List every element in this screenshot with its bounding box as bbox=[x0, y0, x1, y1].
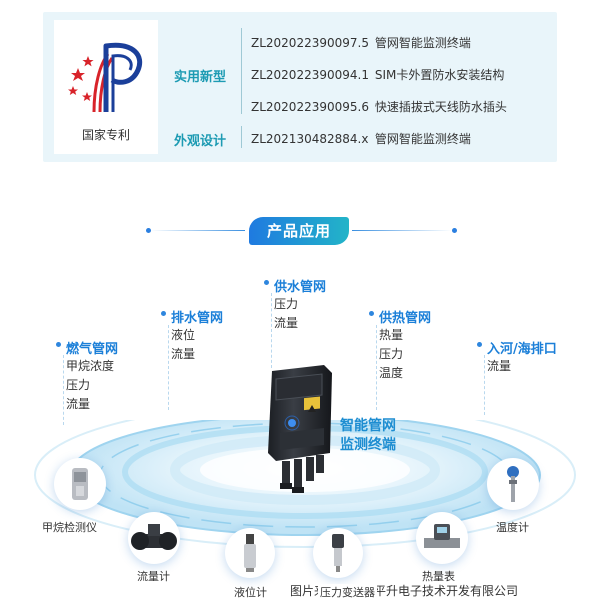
patent-logo-caption: 国家专利 bbox=[81, 128, 130, 142]
sensor-label: 流量计 bbox=[137, 570, 170, 583]
patent-title: 快速插拔式天线防水插头 bbox=[374, 100, 507, 114]
pressure-transmitter-icon bbox=[332, 534, 344, 572]
network-metric: 热量 bbox=[379, 328, 404, 342]
network-title: 排水管网 bbox=[160, 307, 223, 326]
patent-row: ZL202022390097.5 管网智能监测终端 bbox=[251, 34, 471, 51]
patent-number: ZL202130482884.x bbox=[251, 132, 369, 146]
network-metric: 液位 bbox=[171, 328, 196, 342]
sensor-pressure-transmitter bbox=[313, 528, 363, 578]
heat-meter-icon bbox=[424, 524, 460, 548]
sensor-label: 温度计 bbox=[496, 521, 529, 534]
national-patent-logo-icon bbox=[68, 42, 142, 113]
patent-title: SIM卡外置防水安装结构 bbox=[374, 68, 505, 82]
sensor-methane-detector bbox=[54, 458, 106, 510]
patent-category-design: 外观设计 bbox=[174, 134, 227, 149]
title-line-left bbox=[150, 230, 245, 231]
title-line-right bbox=[352, 230, 452, 231]
sensor-label: 热量表 bbox=[422, 570, 455, 583]
patent-title: 管网智能监测终端 bbox=[374, 132, 471, 146]
network-connector bbox=[63, 355, 64, 425]
network-title: 入河/海排口 bbox=[477, 338, 557, 357]
level-meter-icon bbox=[244, 534, 256, 572]
sensor-heat-meter bbox=[416, 512, 468, 564]
title-dot bbox=[146, 228, 151, 233]
thermometer-icon bbox=[507, 466, 519, 502]
patent-divider bbox=[241, 126, 242, 148]
sensor-label: 液位计 bbox=[234, 586, 267, 599]
patent-category-utility: 实用新型 bbox=[174, 70, 227, 85]
network-water-supply: 供水管网 压力 流量 bbox=[263, 276, 326, 333]
network-metric: 压力 bbox=[66, 378, 91, 392]
patent-number: ZL202022390094.1 bbox=[251, 68, 369, 82]
network-metric: 压力 bbox=[274, 297, 299, 311]
patent-number: ZL202022390095.6 bbox=[251, 100, 369, 114]
network-title: 燃气管网 bbox=[55, 338, 118, 357]
patent-row: ZL202130482884.x 管网智能监测终端 bbox=[251, 130, 471, 147]
patent-title: 管网智能监测终端 bbox=[374, 36, 471, 50]
network-outfall: 入河/海排口 流量 bbox=[477, 338, 557, 376]
network-gas: 燃气管网 甲烷浓度 压力 流量 bbox=[55, 338, 118, 414]
sensor-label: 压力变送器 bbox=[318, 584, 377, 600]
network-metric: 压力 bbox=[379, 347, 404, 361]
section-title: 产品应用 bbox=[249, 217, 349, 245]
network-metric: 甲烷浓度 bbox=[66, 359, 115, 373]
device-label-line: 智能管网 bbox=[340, 418, 396, 434]
flowmeter-icon bbox=[131, 524, 177, 550]
title-dot bbox=[452, 228, 457, 233]
sensor-flowmeter bbox=[128, 512, 180, 564]
patent-row: ZL202022390095.6 快速插拔式天线防水插头 bbox=[251, 98, 507, 115]
network-drainage: 排水管网 液位 流量 bbox=[160, 307, 223, 364]
network-heating: 供热管网 热量 压力 温度 bbox=[368, 307, 431, 383]
network-title: 供热管网 bbox=[368, 307, 431, 326]
network-connector bbox=[168, 325, 169, 410]
patent-logo: 国家专利 bbox=[54, 20, 158, 154]
device-label: 智能管网 监测终端 bbox=[340, 417, 396, 455]
network-metric: 流量 bbox=[274, 316, 299, 330]
network-connector bbox=[376, 325, 377, 410]
monitoring-terminal-device-icon bbox=[268, 365, 332, 493]
network-title: 供水管网 bbox=[263, 276, 326, 295]
methane-detector-icon bbox=[72, 468, 88, 500]
network-metric: 流量 bbox=[171, 347, 196, 361]
network-metric: 温度 bbox=[379, 366, 404, 380]
patent-number: ZL202022390097.5 bbox=[251, 36, 369, 50]
patent-panel: 国家专利 实用新型 外观设计 ZL202022390097.5 管网智能监测终端… bbox=[43, 12, 557, 162]
sensor-level-meter bbox=[225, 528, 275, 578]
device-label-line: 监测终端 bbox=[340, 437, 396, 453]
network-connector bbox=[484, 355, 485, 415]
patent-row: ZL202022390094.1 SIM卡外置防水安装结构 bbox=[251, 66, 504, 83]
sensor-label: 甲烷检测仪 bbox=[42, 521, 97, 534]
patent-divider bbox=[241, 28, 242, 114]
network-connector bbox=[271, 293, 272, 368]
network-metric: 流量 bbox=[66, 397, 91, 411]
network-metric: 流量 bbox=[487, 359, 512, 373]
sensor-thermometer bbox=[487, 458, 539, 510]
